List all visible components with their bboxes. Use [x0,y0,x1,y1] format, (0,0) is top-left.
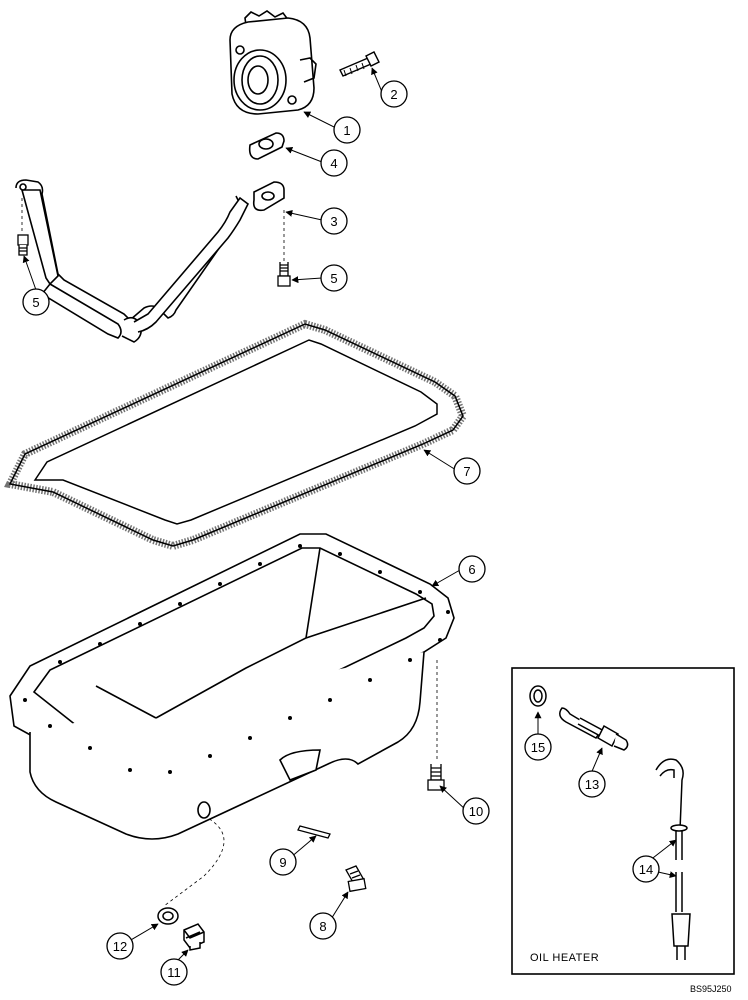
svg-text:9: 9 [279,855,286,870]
callout-9: 9 [269,848,297,876]
drain-washer [157,907,179,925]
svg-text:11: 11 [167,965,181,980]
callout-8: 8 [309,912,337,940]
svg-text:13: 13 [585,777,599,792]
callout-11: 11 [160,958,188,986]
callout-10: 10 [462,797,490,825]
drain-plug [183,923,205,951]
callout-5-right: 5 [320,264,348,292]
svg-text:14: 14 [639,862,653,877]
oil-pan-gasket [4,319,468,551]
pan-bolt [427,764,445,791]
drain-plug-fitting [345,865,367,893]
svg-text:7: 7 [463,464,470,479]
callout-2: 2 [380,80,408,108]
tube-screw-right [277,262,291,287]
svg-text:5: 5 [330,271,337,286]
svg-text:10: 10 [469,804,483,819]
pump-gasket [248,132,285,160]
svg-text:5: 5 [32,295,39,310]
callout-12: 12 [106,932,134,960]
heater-seal-ring [529,685,547,707]
heater-power-cord [655,758,691,960]
heater-element [559,707,629,751]
oil-heater-inset-box [511,667,735,975]
callout-3: 3 [320,207,348,235]
svg-text:1: 1 [343,123,350,138]
svg-text:6: 6 [468,562,475,577]
callout-13: 13 [578,770,606,798]
callout-14: 14 [632,855,660,883]
tube-screw-left [17,234,29,256]
svg-text:3: 3 [330,214,337,229]
dowel-pin [297,825,331,839]
svg-text:12: 12 [113,939,127,954]
callout-15: 15 [524,733,552,761]
oil-heater-title: OIL HEATER [530,952,600,964]
callout-4: 4 [320,149,348,177]
oil-pickup-tube [15,179,285,343]
svg-text:4: 4 [330,156,337,171]
oil-pump [229,10,317,115]
pan-flange-holes [23,544,450,774]
svg-text:8: 8 [319,919,326,934]
svg-text:2: 2 [390,87,397,102]
callout-5-left: 5 [22,288,50,316]
callout-6: 6 [458,555,486,583]
mounting-bolt [339,51,380,77]
oil-pan [9,533,455,840]
figure-code: BS95J250 [690,984,732,994]
callout-1: 1 [333,116,361,144]
svg-text:15: 15 [531,740,545,755]
leader-lines [22,67,677,969]
callout-7: 7 [453,457,481,485]
